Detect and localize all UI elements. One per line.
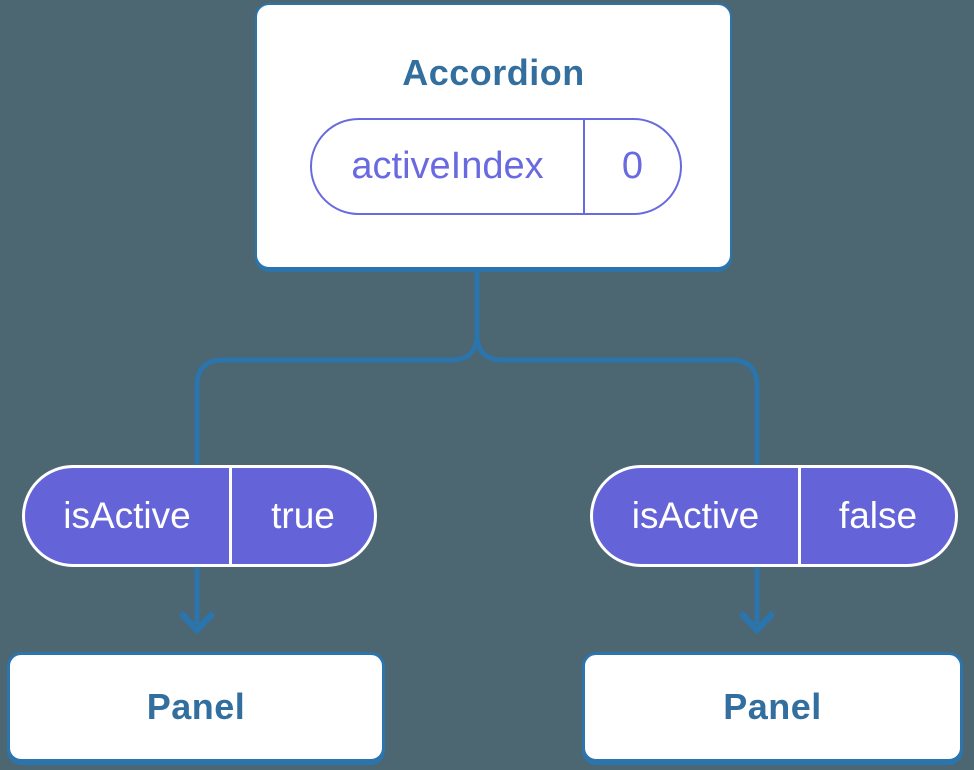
prop-pill-isactive-true: isActive true	[22, 465, 377, 567]
state-pill-name: activeIndex	[312, 120, 585, 213]
arrow-down-icon	[178, 610, 216, 635]
accordion-node: Accordion activeIndex 0	[255, 3, 732, 269]
accordion-node-title: Accordion	[402, 52, 585, 93]
state-pill-activeindex: activeIndex 0	[310, 118, 682, 215]
panel-node-right: Panel	[582, 652, 963, 762]
prop-pill-value: false	[838, 495, 918, 536]
prop-pill-isactive-false: isActive false	[590, 465, 958, 567]
connector-left-branch	[194, 262, 480, 624]
panel-node-left: Panel	[7, 652, 385, 762]
arrow-down-icon	[738, 610, 776, 635]
prop-pill-value: true	[271, 495, 335, 536]
prop-pill-name: isActive	[25, 468, 232, 564]
connector-right-branch	[474, 262, 760, 624]
panel-node-title: Panel	[723, 686, 822, 727]
panel-node-title: Panel	[146, 686, 246, 727]
prop-pill-name: isActive	[593, 468, 801, 564]
state-pill-value: 0	[621, 145, 644, 187]
